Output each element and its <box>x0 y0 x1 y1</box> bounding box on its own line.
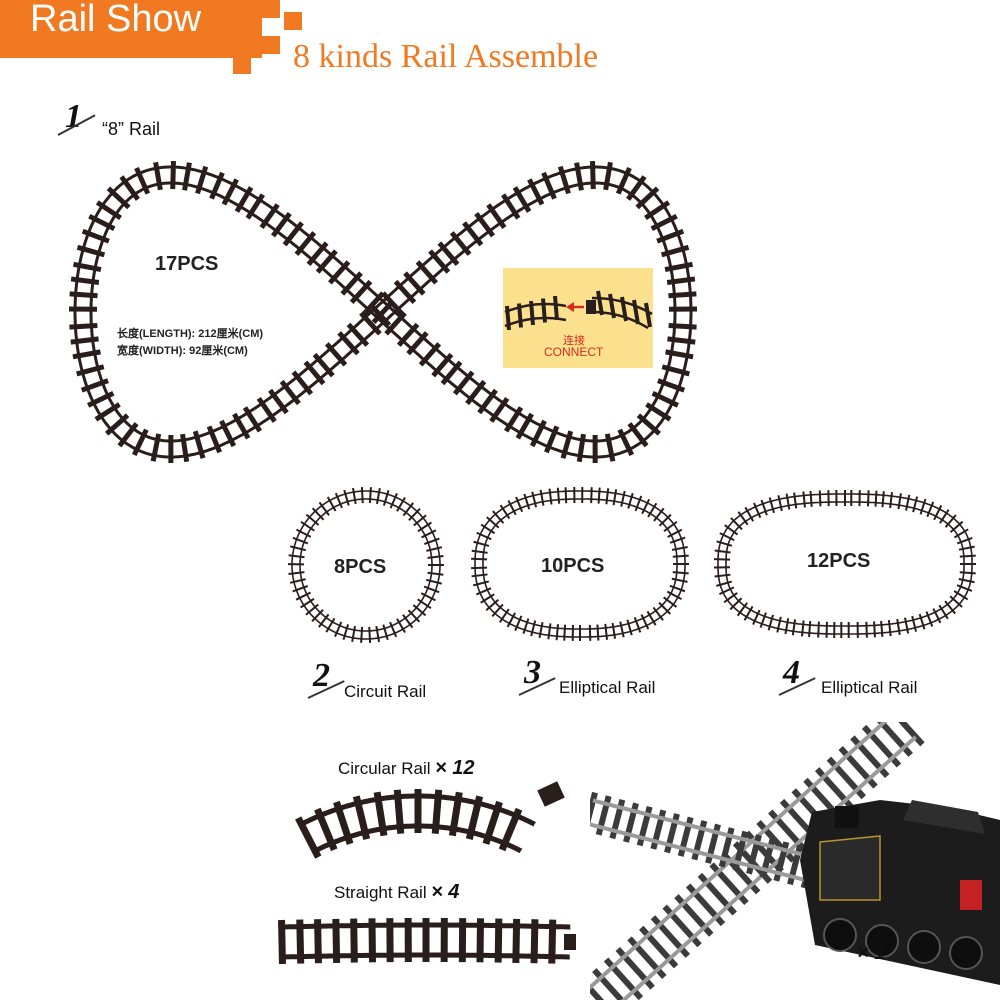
rail-3-pieces: 10PCS <box>541 555 605 577</box>
part-circular: Circular Rail × 12 <box>338 757 475 780</box>
connect-chinese: 连接 <box>563 335 585 347</box>
rail-4-label: Elliptical Rail <box>821 678 918 697</box>
rail-1-label: “8” Rail <box>102 119 161 139</box>
length-text: 长度(LENGTH): 212厘米(CM) <box>117 328 264 340</box>
circuit-track <box>287 487 445 643</box>
header-banner <box>0 0 262 58</box>
rail-connector <box>537 781 565 807</box>
rail-4-number: 4 <box>783 654 800 691</box>
crossing-photo <box>590 722 1000 1000</box>
rail-2-number: 2 <box>313 657 330 694</box>
locomotive <box>800 800 1000 985</box>
rail-connector <box>564 934 576 950</box>
circular-rail-piece <box>295 789 536 859</box>
header-title: Rail Show <box>30 0 202 40</box>
rail-3-label: Elliptical Rail <box>559 678 656 697</box>
rail-1-dimensions: 长度(LENGTH): 212厘米(CM) 宽度(WIDTH): 92厘米(CM… <box>117 326 263 360</box>
header-subtitle: 8 kinds Rail Assemble <box>293 38 599 75</box>
part-circular-name: Circular Rail <box>338 759 431 778</box>
width-text: 宽度(WIDTH): 92厘米(CM) <box>117 345 248 357</box>
rail-3-number: 3 <box>524 654 541 691</box>
part-straight-name: Straight Rail <box>334 883 427 902</box>
part-straight-qty: × 4 <box>431 881 460 903</box>
rail-2-pieces: 8PCS <box>334 556 387 578</box>
rail-2-label: Circuit Rail <box>344 682 427 701</box>
straight-rail-piece <box>278 918 571 965</box>
figure-eight-track <box>68 160 698 463</box>
part-straight: Straight Rail × 4 <box>334 881 459 904</box>
connect-english: CONNECT <box>544 345 604 359</box>
elliptical-track-10 <box>471 487 690 641</box>
rail-1-pieces: 17PCS <box>155 253 219 275</box>
elliptical-track-12 <box>714 490 977 638</box>
locomotive-qty: × 1 <box>857 942 886 964</box>
part-circular-qty: × 12 <box>435 757 475 779</box>
rail-4-pieces: 12PCS <box>807 550 871 572</box>
rail-1-number: 1 <box>65 98 82 135</box>
